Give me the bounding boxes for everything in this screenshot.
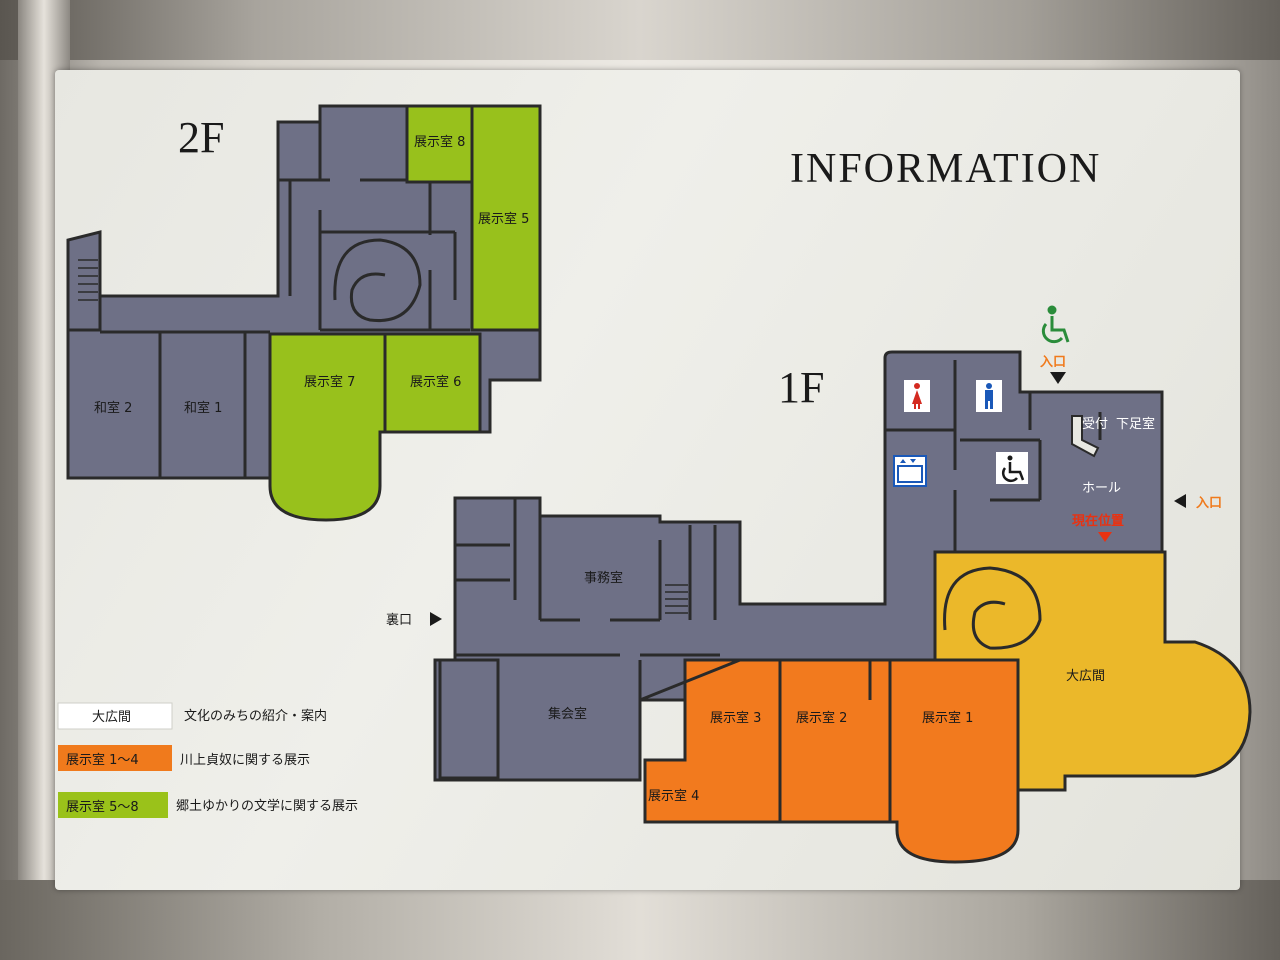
room-exhibit-orange[interactable] <box>639 658 1020 864</box>
room-exhibit5[interactable] <box>470 104 542 332</box>
room-label-exhibit3: 展示室 3 <box>710 710 761 726</box>
male-restroom-icon <box>976 380 1002 412</box>
floor-2f-spiral-stair <box>333 238 422 323</box>
legend: 大広間 文化のみちの紹介・案内 展示室 1～4 川上貞奴に関する展示 展示室 5… <box>57 702 358 818</box>
room-label-meeting: 集会室 <box>548 706 587 722</box>
room-label-exhibit7: 展示室 7 <box>304 374 355 390</box>
room-label-exhibit4: 展示室 4 <box>648 788 699 804</box>
legend-desc-great-hall: 文化のみちの紹介・案内 <box>184 708 327 724</box>
reception-counter <box>1071 415 1100 458</box>
sign-title: INFORMATION <box>790 146 1101 192</box>
legend-key-great-hall: 大広間 <box>92 710 131 725</box>
room-label-reception: 受付 <box>1082 417 1108 432</box>
wheelchair-icon <box>1041 305 1070 344</box>
floor-1f-spiral-stair <box>943 566 1042 650</box>
floor-label-1f: 1F <box>778 363 824 412</box>
room-label-exhibit2: 展示室 2 <box>796 710 847 726</box>
room-label-exhibit6: 展示室 6 <box>410 374 461 390</box>
entrance-right-arrow <box>1174 494 1186 508</box>
legend-desc-orange: 川上貞奴に関する展示 <box>180 752 310 768</box>
entrance-right-label: 入口 <box>1196 496 1222 511</box>
room-exhibit6[interactable] <box>383 332 482 434</box>
floor-2f-stair-tower <box>66 230 102 332</box>
accessible-restroom-icon <box>996 452 1028 484</box>
entrance-top-arrow <box>1050 372 1066 384</box>
room-great-hall[interactable] <box>933 550 1252 792</box>
room-label-great-hall: 大広間 <box>1066 669 1105 684</box>
back-entrance-label: 裏口 <box>386 613 412 628</box>
legend-swatch-orange <box>58 745 172 771</box>
room-label-washitsu2: 和室 2 <box>94 400 132 416</box>
floor-label-2f: 2F <box>178 113 224 162</box>
legend-swatch-green <box>58 792 168 818</box>
metal-frame-top <box>0 0 1280 60</box>
legend-swatch-great-hall <box>57 702 173 730</box>
back-entrance-arrow <box>430 612 442 626</box>
room-label-washitsu1: 和室 1 <box>184 400 222 416</box>
floor-1f-stairs <box>665 584 688 614</box>
floor-1f <box>433 350 1252 864</box>
legend-key-green: 展示室 5～8 <box>66 799 139 815</box>
metal-frame-bottom <box>0 880 1280 960</box>
legend-key-orange: 展示室 1～4 <box>66 752 139 768</box>
room-label-exhibit5: 展示室 5 <box>478 211 529 227</box>
current-location-marker <box>1098 532 1112 542</box>
room-label-hall: ホール <box>1082 481 1121 496</box>
female-restroom-icon <box>904 380 930 412</box>
room-label-office: 事務室 <box>584 570 623 586</box>
room-exhibit7[interactable] <box>268 332 387 522</box>
floor-2f-stairs <box>78 259 98 301</box>
current-location-label: 現在位置 <box>1072 513 1124 529</box>
room-exhibit8[interactable] <box>405 104 474 184</box>
floor-2f <box>66 104 542 522</box>
elevator-icon <box>893 455 927 487</box>
room-label-exhibit1: 展示室 1 <box>922 710 973 726</box>
entrance-top-label: 入口 <box>1040 355 1066 370</box>
room-label-exhibit8: 展示室 8 <box>414 134 465 150</box>
floor-1f-storage <box>438 658 500 780</box>
legend-desc-green: 郷土ゆかりの文学に関する展示 <box>176 798 358 814</box>
room-label-shoe-room: 下足室 <box>1116 416 1155 432</box>
